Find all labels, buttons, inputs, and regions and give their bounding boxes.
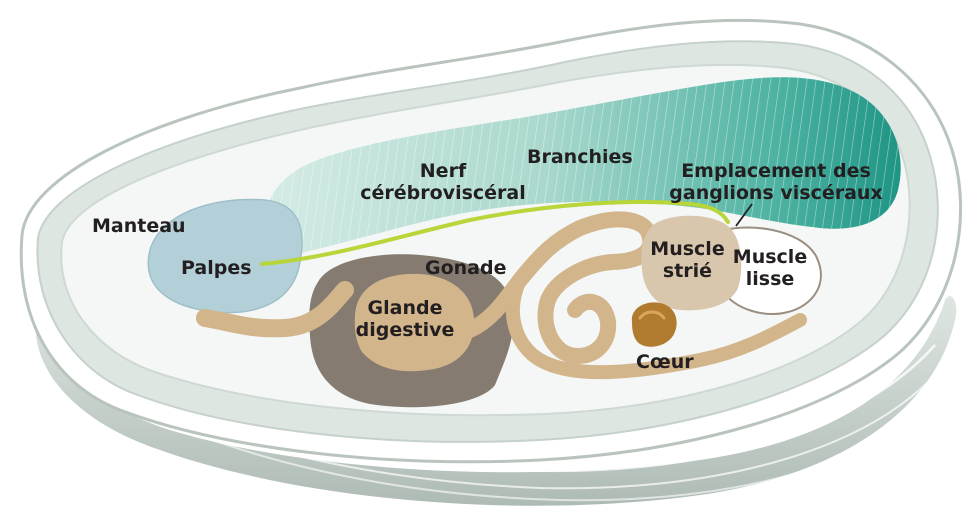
label-muscle-lisse-line1: Muscle (730, 246, 810, 268)
label-palpes: Palpes (181, 257, 252, 279)
label-coeur: Cœur (636, 351, 694, 373)
label-glande-line1: Glande (340, 297, 470, 319)
label-muscle-lisse: Muscle lisse (730, 246, 810, 290)
label-nerf-cerebrovisceral: Nerf cérébroviscéral (338, 160, 548, 204)
label-branchies: Branchies (527, 146, 633, 168)
label-emplacement-line2: ganglions viscéraux (666, 182, 886, 204)
label-muscle-strie: Muscle strié (645, 238, 730, 282)
label-muscle-lisse-line2: lisse (730, 268, 810, 290)
label-nerf-line1: Nerf (338, 160, 548, 182)
label-emplacement-line1: Emplacement des (666, 160, 886, 182)
label-gonade: Gonade (425, 257, 506, 279)
label-manteau: Manteau (92, 215, 186, 237)
label-glande-digestive: Glande digestive (340, 297, 470, 341)
label-emplacement-ganglions: Emplacement des ganglions viscéraux (666, 160, 886, 204)
label-glande-line2: digestive (340, 319, 470, 341)
label-muscle-strie-line2: strié (645, 260, 730, 282)
label-muscle-strie-line1: Muscle (645, 238, 730, 260)
label-nerf-line2: cérébroviscéral (338, 182, 548, 204)
